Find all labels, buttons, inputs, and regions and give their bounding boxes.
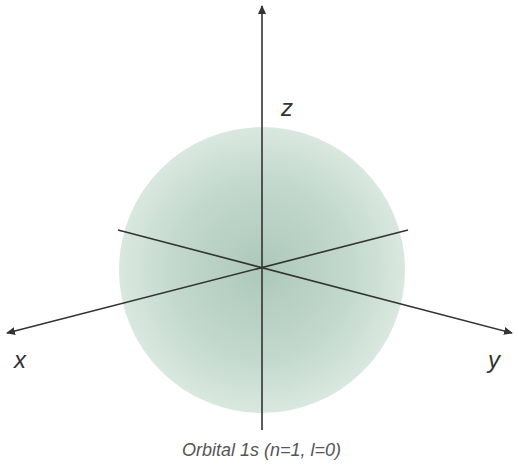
figure-caption: Orbital 1s (n=1, l=0) <box>182 440 341 461</box>
z-axis <box>261 6 263 430</box>
x-axis <box>7 230 408 333</box>
axis-label: y <box>488 346 500 374</box>
y-axis <box>118 230 512 333</box>
axis-label: z <box>281 94 293 122</box>
axis-label: x <box>14 346 26 374</box>
